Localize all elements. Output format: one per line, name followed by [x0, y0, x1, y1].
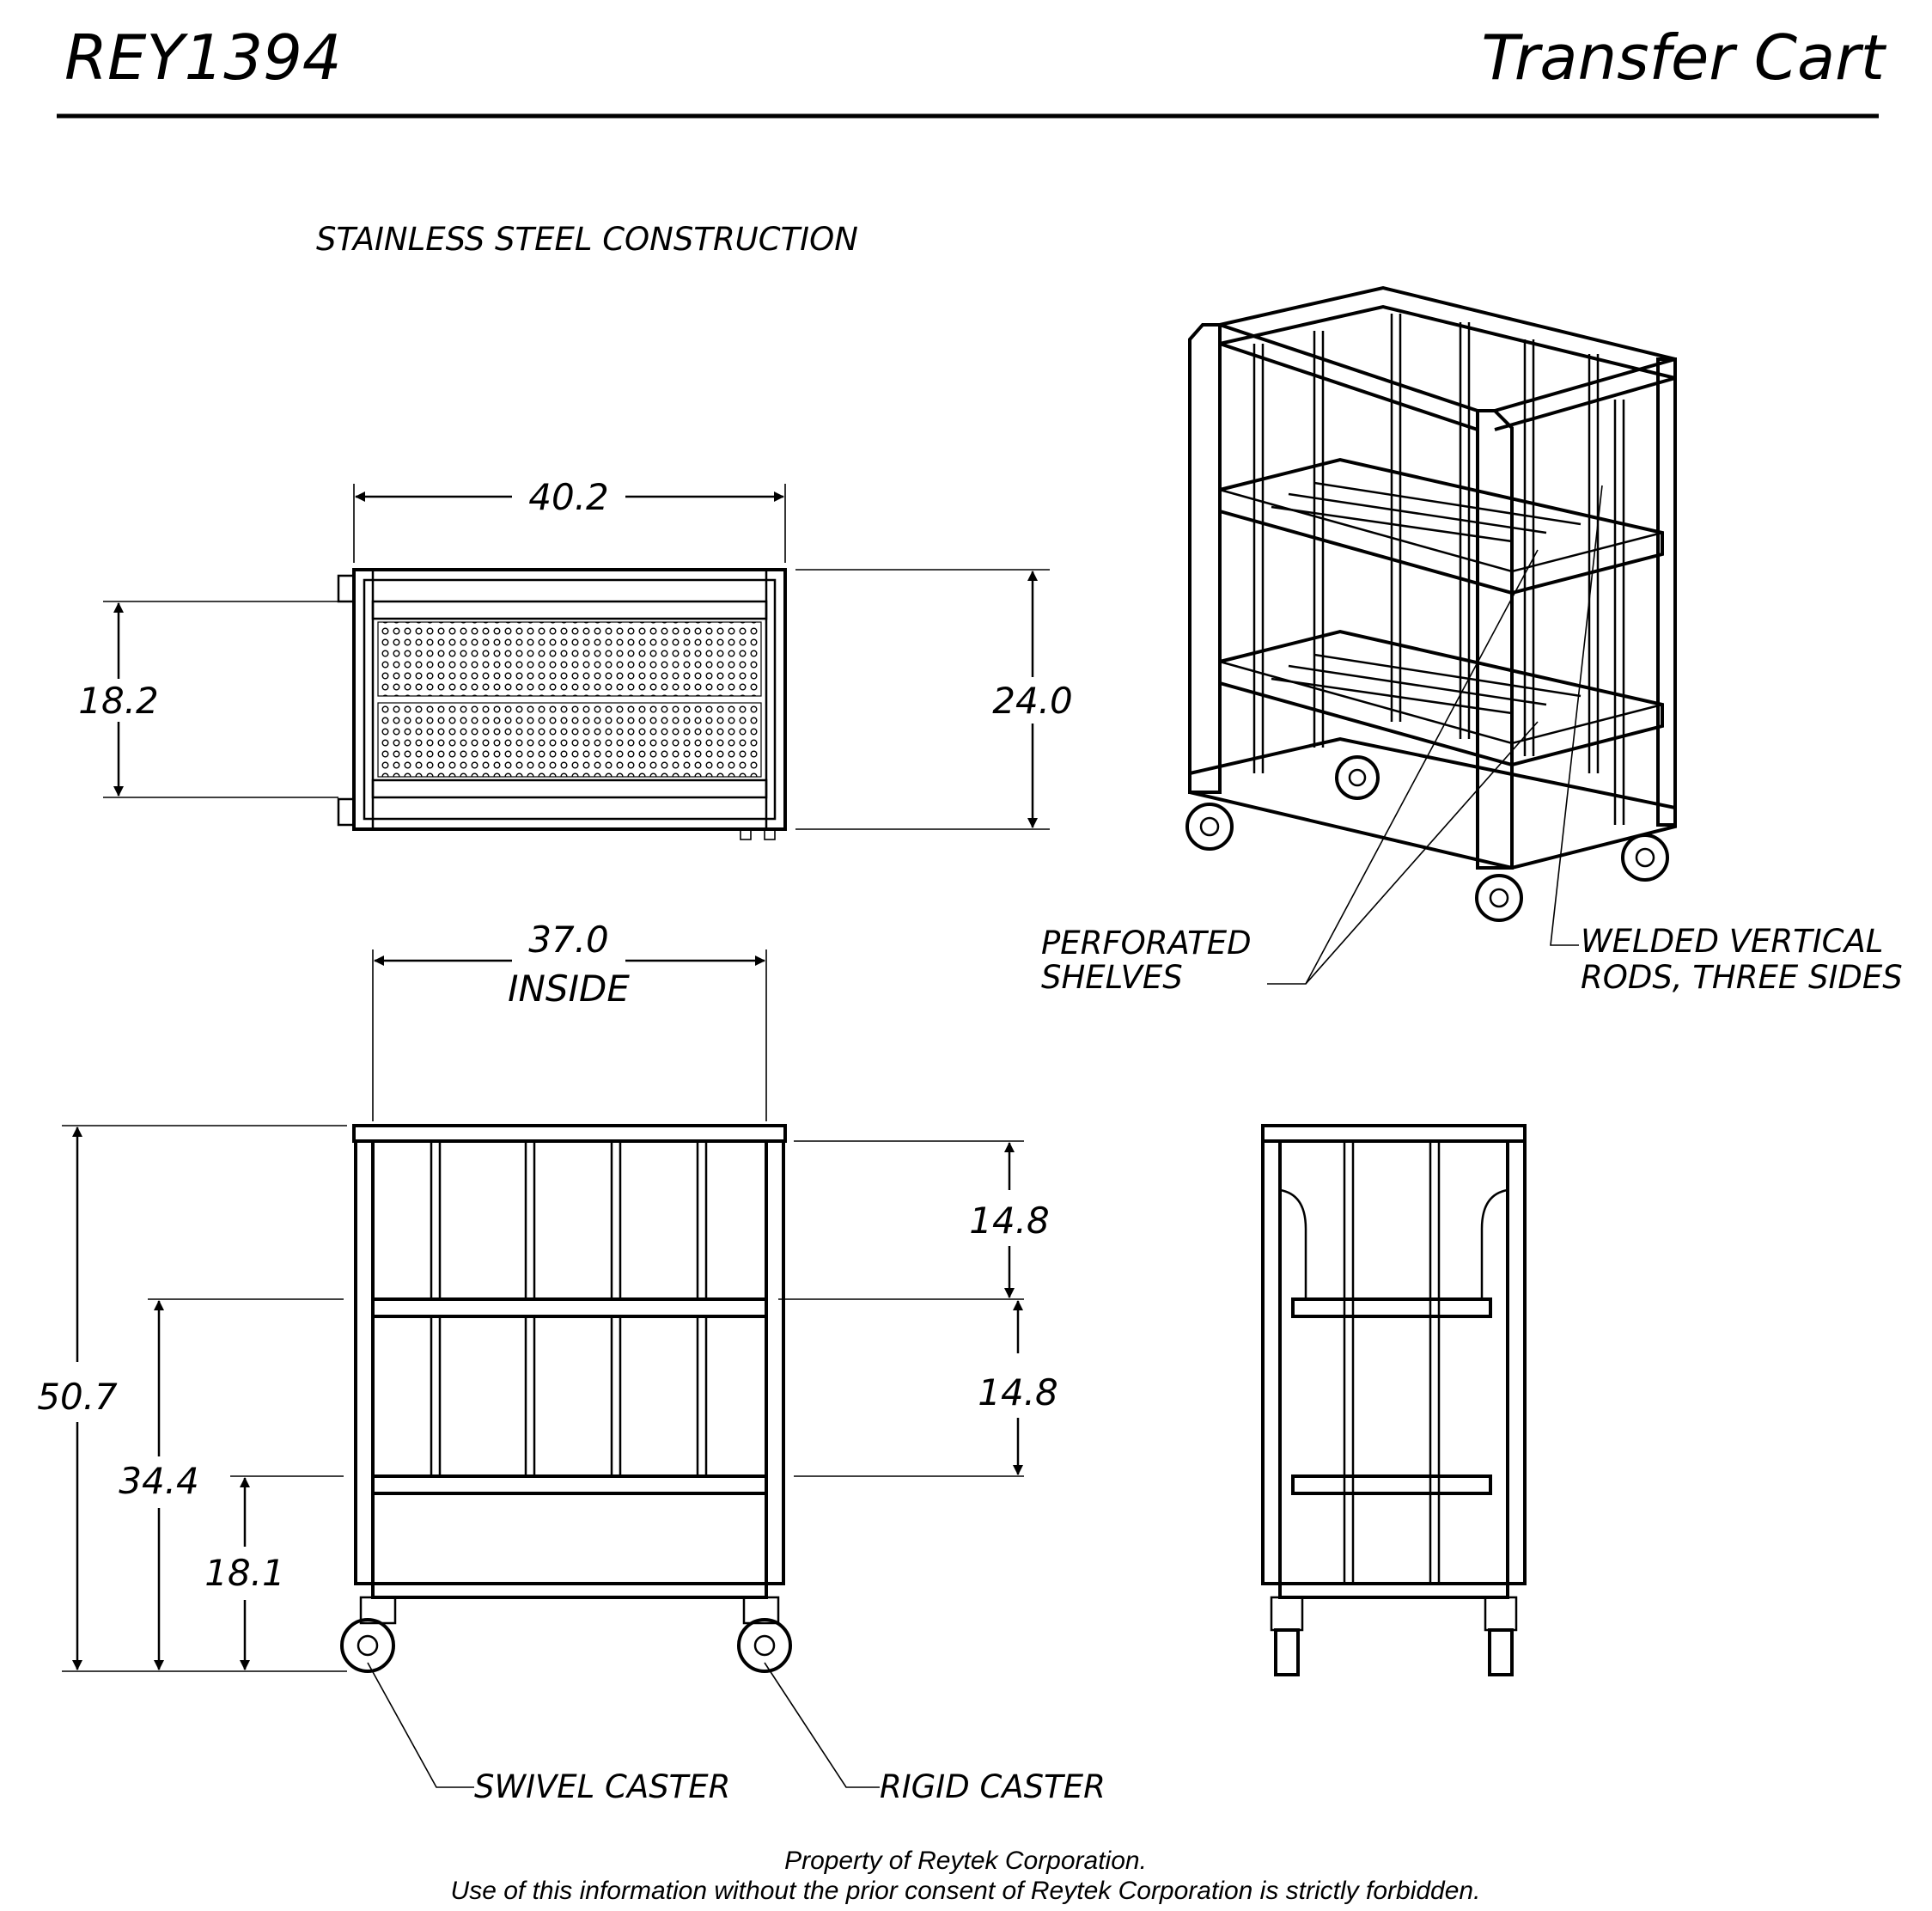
top-view-frame [352, 568, 787, 831]
front-top-rail [352, 1124, 787, 1143]
swivel-caster [340, 1618, 395, 1673]
part-number: REY1394 [64, 21, 342, 94]
dim-overall-height: 50.7 [37, 1376, 118, 1418]
callout-rigid-caster: RIGID CASTER [880, 1768, 1106, 1805]
callout-rods-line2: RODS, THREE SIDES [1581, 959, 1903, 996]
dim-top-width: 40.2 [528, 476, 609, 518]
callout-shelves-line1: PERFORATED [1041, 925, 1252, 962]
footer-line1: Property of Reytek Corporation. [784, 1847, 1147, 1875]
dim-inner-depth: 18.2 [78, 680, 159, 722]
top-view-dimensions: 40.2 18.2 24.0 [78, 476, 1073, 830]
perforated-panel-lower [377, 702, 762, 778]
top-view [337, 568, 787, 840]
drawing-title: Transfer Cart [1481, 21, 1886, 94]
front-lower-shelf [371, 1474, 768, 1495]
dim-top-clearance: 14.8 [969, 1200, 1050, 1242]
side-view [1261, 1124, 1527, 1676]
material-note: STAINLESS STEEL CONSTRUCTION [316, 221, 858, 258]
callout-rods-line1: WELDED VERTICAL [1581, 923, 1883, 960]
lower-shelf [1218, 629, 1664, 767]
perforated-panel-upper [377, 621, 762, 697]
bottom-frame [1188, 736, 1677, 870]
vertical-rods [1252, 314, 1625, 825]
front-view-dimensions: 37.0 INSIDE 50.7 34.4 18.1 14.8 14.8 [37, 919, 1058, 1672]
callout-swivel-caster: SWIVEL CASTER [474, 1768, 730, 1805]
isometric-view [1185, 285, 1677, 922]
dim-upper-shelf-height: 34.4 [119, 1460, 199, 1502]
dim-overall-depth: 24.0 [992, 680, 1073, 722]
iso-callouts: PERFORATED SHELVES WELDED VERTICAL RODS,… [1041, 485, 1903, 996]
front-post [1476, 409, 1514, 870]
rigid-caster [737, 1618, 792, 1673]
front-view [340, 1124, 792, 1673]
dim-lower-shelf-height: 18.1 [204, 1552, 285, 1594]
front-upper-shelf [371, 1297, 768, 1318]
dim-inside-label: INSIDE [508, 968, 630, 1010]
footer-line2: Use of this information without the prio… [451, 1877, 1481, 1905]
caster-callouts: SWIVEL CASTER RIGID CASTER [367, 1662, 1106, 1805]
dim-inside-width: 37.0 [528, 919, 609, 961]
upper-shelf [1218, 457, 1664, 595]
callout-shelves-line2: SHELVES [1041, 959, 1183, 996]
dim-middle-clearance: 14.8 [978, 1371, 1058, 1413]
iso-casters [1185, 755, 1669, 922]
